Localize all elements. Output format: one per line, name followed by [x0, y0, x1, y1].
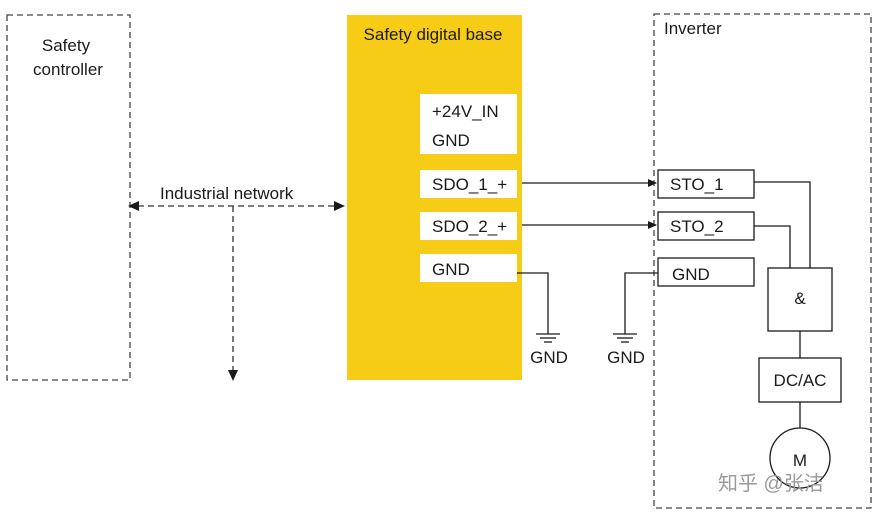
- pin-sdo1: SDO_1_+: [432, 175, 507, 194]
- ground-label-inverter: GND: [607, 348, 645, 367]
- dcac-box: [758, 357, 842, 403]
- pin-24v-in: +24V_IN: [432, 102, 499, 121]
- safety-controller-box: [6, 14, 131, 381]
- sto1-input-box: [657, 169, 755, 199]
- watermark: 知乎 @张洁: [718, 472, 824, 495]
- sdo1-pin-box: [420, 170, 517, 198]
- safety-controller-title-line2: controller: [33, 60, 103, 79]
- inverter-box: [653, 13, 872, 509]
- industrial-network-label: Industrial network: [160, 184, 294, 203]
- wire-inverter-gnd: [624, 272, 658, 334]
- sto2-input-box: [657, 211, 755, 241]
- network-branch-arrow-down: [228, 370, 238, 381]
- dcac-label: DC/AC: [774, 371, 827, 390]
- network-arrow-left: [128, 201, 139, 211]
- wire-sto2-to-and: [754, 225, 791, 268]
- inverter-gnd-label: GND: [672, 265, 710, 284]
- gnd-pin-box: [420, 254, 517, 282]
- ground-symbol-base: [536, 333, 560, 343]
- pin-sdo2: SDO_2_+: [432, 217, 507, 236]
- ground-symbol-inverter: [613, 333, 637, 343]
- and-gate-label: &: [794, 289, 806, 308]
- motor-label: M: [793, 451, 807, 470]
- motor-circle: [769, 427, 831, 489]
- wire-sto1-to-and: [754, 181, 811, 268]
- inverter-title: Inverter: [664, 19, 722, 38]
- pin-gnd: GND: [432, 260, 470, 279]
- network-arrow-right: [334, 201, 345, 211]
- sto1-label: STO_1: [670, 175, 724, 194]
- safety-digital-base-title: Safety digital base: [364, 25, 503, 44]
- wire-base-gnd: [517, 272, 549, 334]
- inverter-gnd-box: [657, 257, 755, 287]
- power-pin-box: [420, 94, 517, 154]
- sdo2-pin-box: [420, 212, 517, 240]
- pin-gnd-power: GND: [432, 131, 470, 150]
- ground-label-base: GND: [530, 348, 568, 367]
- safety-controller-title-line1: Safety: [42, 36, 91, 55]
- sto2-label: STO_2: [670, 217, 724, 236]
